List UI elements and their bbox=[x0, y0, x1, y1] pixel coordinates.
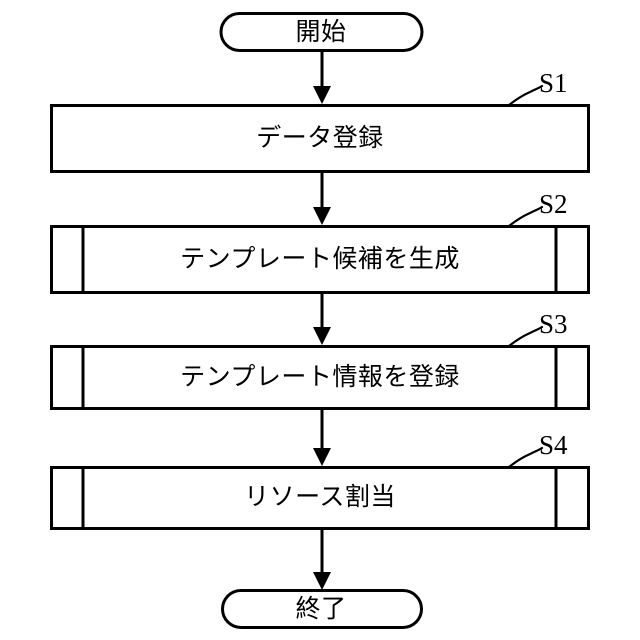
node-end: 終了 bbox=[221, 589, 423, 629]
s4-label: リソース割当 bbox=[244, 482, 396, 511]
arrow-head-icon bbox=[313, 207, 331, 225]
s2-leader-line bbox=[507, 205, 544, 228]
s2-step-label: S2 bbox=[539, 189, 568, 219]
start-label: 開始 bbox=[295, 17, 346, 46]
node-s3: テンプレート情報を登録 S3 bbox=[50, 309, 590, 410]
s1-leader-line bbox=[507, 84, 544, 107]
node-start: 開始 bbox=[219, 12, 424, 52]
s4-predefined-process-shape bbox=[50, 466, 590, 530]
s1-process-shape bbox=[50, 104, 590, 173]
node-s1: データ登録 S1 bbox=[50, 68, 590, 173]
end-stadium-shape bbox=[221, 589, 423, 629]
s1-label: データ登録 bbox=[256, 123, 384, 152]
connector-s1-to-s2 bbox=[313, 172, 331, 225]
connector-start-to-s1 bbox=[313, 50, 331, 104]
end-label: 終了 bbox=[295, 594, 346, 623]
s3-leader-line bbox=[507, 325, 544, 348]
s4-step-label: S4 bbox=[539, 430, 568, 460]
s1-step-label: S1 bbox=[539, 68, 568, 98]
connector-s2-to-s3 bbox=[313, 293, 331, 345]
s2-label: テンプレート候補を生成 bbox=[180, 244, 460, 273]
s3-predefined-process-shape bbox=[50, 345, 590, 410]
connector-s4-to-end bbox=[313, 529, 331, 590]
node-s4: リソース割当 S4 bbox=[50, 430, 590, 530]
node-s2: テンプレート候補を生成 S2 bbox=[50, 189, 590, 294]
s4-leader-line bbox=[507, 446, 544, 469]
s3-step-label: S3 bbox=[539, 309, 568, 339]
arrow-head-icon bbox=[313, 327, 331, 345]
s2-predefined-process-shape bbox=[50, 225, 590, 294]
connector-s3-to-s4 bbox=[313, 409, 331, 466]
arrow-head-icon bbox=[313, 86, 331, 104]
arrow-head-icon bbox=[313, 572, 331, 590]
arrow-head-icon bbox=[313, 448, 331, 466]
s3-label: テンプレート情報を登録 bbox=[180, 362, 460, 391]
